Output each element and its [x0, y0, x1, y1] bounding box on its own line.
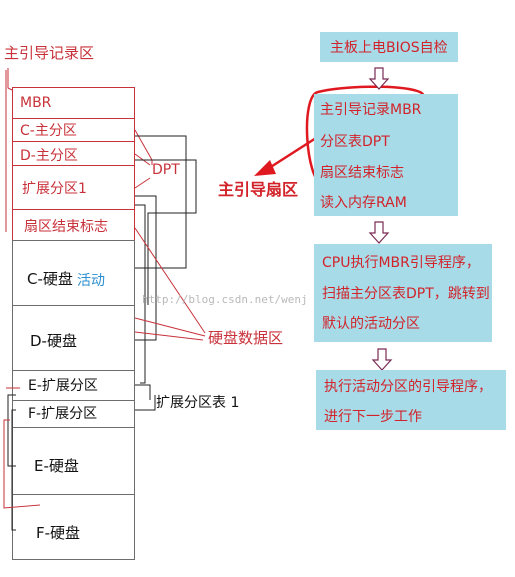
step3-line-1: CPU执行MBR引导程序， — [322, 255, 480, 271]
row-mbr: MBR — [20, 95, 52, 111]
f-ext-label: F-扩展分区 — [28, 406, 98, 422]
step2-line-3: 扇区结束标志 — [320, 165, 404, 181]
bios-post-box — [320, 32, 458, 62]
step1-text: 主板上电BIOS自检 — [330, 40, 448, 56]
c-disk-label: C-硬盘 — [27, 270, 73, 288]
callout-arrowhead — [254, 160, 276, 176]
down-arrow-1 — [368, 67, 390, 90]
down-arrow-2 — [368, 221, 390, 244]
mbr-region-title: 主引导记录区 — [4, 44, 95, 62]
e-disk-label: E-硬盘 — [34, 457, 79, 475]
row-extended: 扩展分区1 — [22, 181, 87, 197]
down-arrow-3 — [371, 348, 393, 371]
step2-line-1: 主引导记录MBR — [320, 102, 422, 118]
step3-line-3: 默认的活动分区 — [322, 316, 420, 332]
ext-table-label: 扩展分区表 1 — [156, 395, 240, 411]
step4-line-2: 进行下一步工作 — [324, 409, 422, 425]
f-disk-label: F-硬盘 — [36, 524, 81, 542]
watermark: http://blog.csdn.net/wenj — [142, 293, 308, 306]
callout-label: 主引导扇区 — [218, 180, 299, 199]
e-ext-label: E-扩展分区 — [28, 378, 98, 394]
row-d-primary: D-主分区 — [20, 148, 78, 164]
step2-line-2: 分区表DPT — [320, 134, 390, 150]
mbr-load-box — [314, 94, 458, 216]
step2-line-4: 读入内存RAM — [320, 195, 407, 211]
active-label: 活动 — [77, 273, 105, 289]
d-disk-label: D-硬盘 — [30, 332, 77, 350]
step3-line-2: 扫描主分区表DPT，跳转到 — [322, 286, 490, 302]
dpt-label: DPT — [152, 162, 180, 178]
row-signature: 扇区结束标志 — [24, 219, 108, 235]
disk-data-label: 硬盘数据区 — [208, 329, 284, 347]
cpu-exec-box — [314, 244, 492, 342]
boot-active-box — [316, 370, 506, 430]
row-c-primary: C-主分区 — [20, 123, 77, 139]
step4-line-1: 执行活动分区的引导程序， — [324, 379, 492, 395]
